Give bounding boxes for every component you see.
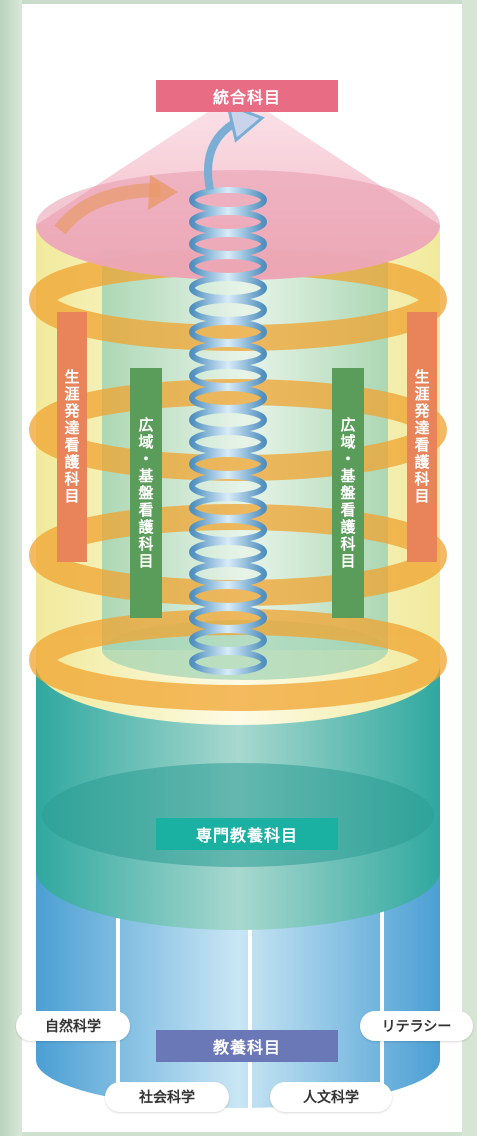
social-science-pill: 社会科学 bbox=[105, 1082, 229, 1112]
general-basic-nursing-right-label: 広域・基盤看護科目 bbox=[332, 368, 364, 618]
lifespan-nursing-right-label: 生涯発達看護科目 bbox=[407, 312, 437, 562]
natural-science-pill: 自然科学 bbox=[16, 1011, 130, 1041]
liberal-arts-label: 教養科目 bbox=[156, 1030, 338, 1062]
specialized-liberal-label: 専門教養科目 bbox=[156, 818, 338, 850]
general-basic-nursing-left-label: 広域・基盤看護科目 bbox=[130, 368, 162, 618]
humanities-pill: 人文科学 bbox=[270, 1082, 392, 1112]
literacy-pill: リテラシー bbox=[360, 1011, 473, 1041]
lifespan-nursing-left-label: 生涯発達看護科目 bbox=[57, 312, 87, 562]
integrated-subjects-label: 統合科目 bbox=[156, 80, 338, 112]
